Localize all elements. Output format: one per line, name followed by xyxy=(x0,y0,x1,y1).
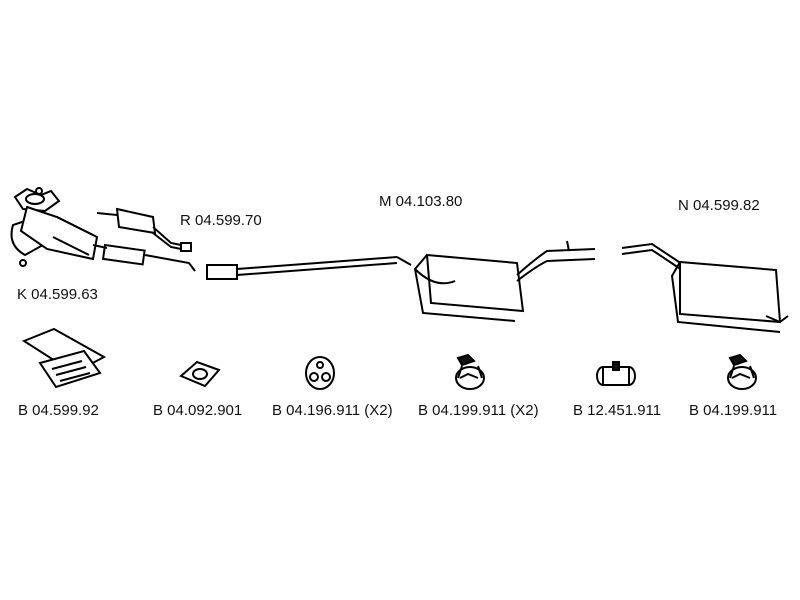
catalytic-converter-icon xyxy=(10,187,196,272)
part-label-r: R 04.599.70 xyxy=(180,212,262,229)
accessory-label: B 04.092.901 xyxy=(153,402,243,419)
accessory-label: B 04.599.92 xyxy=(18,402,99,419)
accessory-label: B 04.199.911 xyxy=(689,402,778,419)
rubber-mount-icon xyxy=(305,356,335,390)
front-pipe-icon xyxy=(96,207,192,252)
accessory-label: B 12.451.911 xyxy=(573,402,662,419)
accessory-label: B 04.196.911 (X2) xyxy=(272,402,393,419)
part-label-m: M 04.103.80 xyxy=(379,193,463,210)
gasket-icon xyxy=(179,360,221,388)
pipe-clamp-icon xyxy=(596,361,636,386)
accessory-label: B 04.199.911 (X2) xyxy=(418,402,539,419)
rubber-hanger-icon xyxy=(727,353,757,390)
part-label-k: K 04.599.63 xyxy=(17,286,98,303)
rubber-hanger-icon xyxy=(455,353,485,390)
rear-silencer-icon xyxy=(621,242,789,333)
part-label-n: N 04.599.82 xyxy=(678,197,760,214)
middle-silencer-icon xyxy=(206,240,596,322)
mounting-kit-icon xyxy=(21,327,107,389)
